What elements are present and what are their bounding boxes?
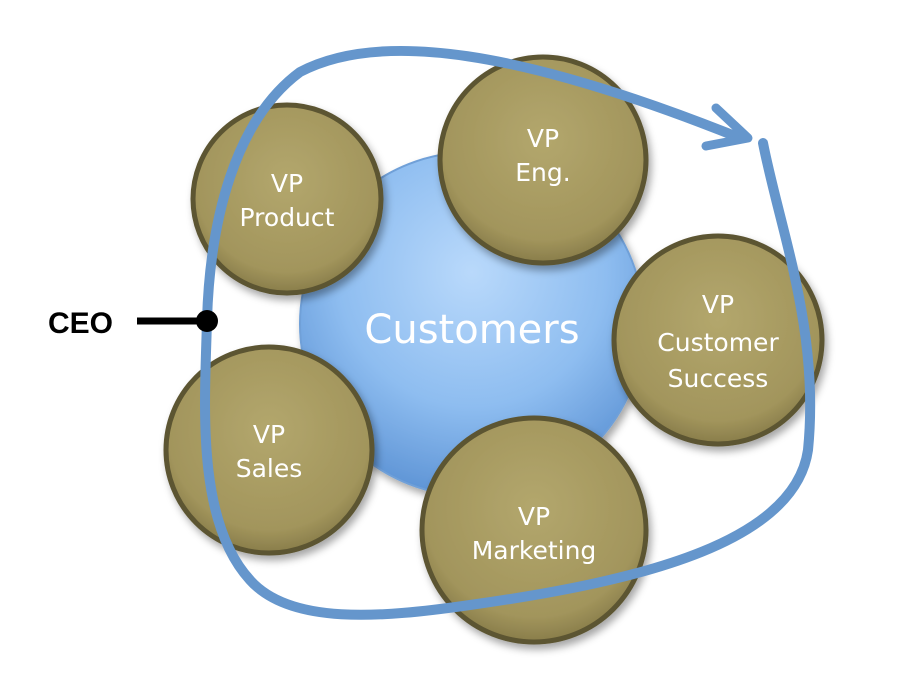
- node-circle: [437, 54, 649, 266]
- node-circle: [163, 344, 375, 556]
- ceo-label: CEO: [48, 307, 113, 340]
- loop-arrowhead: [701, 103, 753, 151]
- node-label-line: Product: [240, 203, 335, 232]
- node-label-line: VP: [518, 502, 550, 531]
- node-label-line: Marketing: [472, 536, 597, 565]
- node-label-line: Eng.: [515, 158, 570, 187]
- center-label: Customers: [364, 307, 579, 353]
- node-label-line: VP: [702, 290, 734, 319]
- node-label-line: Success: [668, 364, 769, 393]
- node-label-line: VP: [527, 124, 559, 153]
- ceo-marker: CEO: [48, 307, 218, 340]
- node-label-line: VP: [253, 420, 285, 449]
- node-vp-sales: VP Sales: [163, 344, 375, 556]
- node-label-line: Customer: [657, 328, 779, 357]
- node-vp-customer-success: VP Customer Success: [611, 233, 825, 447]
- ceo-dot: [196, 310, 218, 332]
- node-vp-eng: VP Eng.: [437, 54, 649, 266]
- node-label-line: Sales: [236, 454, 303, 483]
- node-circle: [611, 233, 825, 447]
- ceo-loop-path: [200, 45, 816, 620]
- node-label-line: VP: [271, 169, 303, 198]
